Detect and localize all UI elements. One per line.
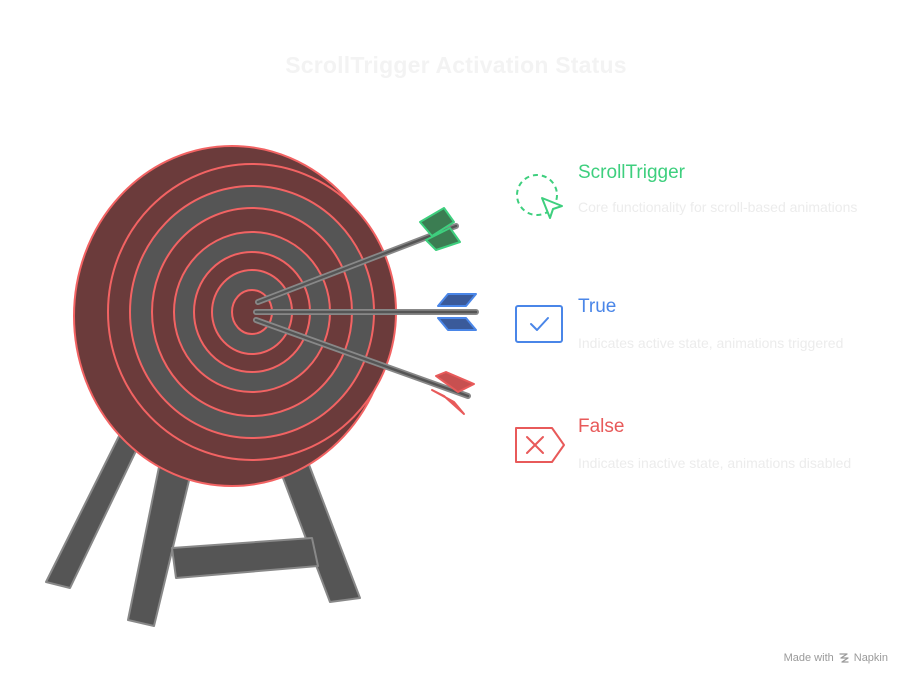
checkbox-icon — [515, 305, 563, 343]
arrow-red — [253, 317, 475, 415]
cursor-click-icon — [516, 174, 563, 219]
diagram-title: ScrollTrigger Activation Status — [285, 52, 627, 78]
legend-description: Core functionality for scroll-based anim… — [578, 199, 858, 215]
made-with-text: Made with — [783, 652, 834, 664]
legend-description: Indicates active state, animations trigg… — [578, 335, 844, 351]
legend-label: True — [578, 296, 617, 317]
legend-description: Indicates inactive state, animations dis… — [578, 455, 852, 471]
napkin-brand-text: Napkin — [853, 652, 888, 664]
made-with-napkin-badge[interactable]: Made with Napkin — [784, 652, 888, 664]
legend-label: ScrollTrigger — [578, 162, 685, 183]
target-stand — [45, 417, 361, 627]
legend-label: False — [578, 416, 625, 437]
x-tag-icon — [515, 427, 565, 463]
napkin-logo-icon — [839, 653, 849, 663]
arrow-green — [255, 207, 461, 305]
arrow-blue — [253, 293, 479, 331]
